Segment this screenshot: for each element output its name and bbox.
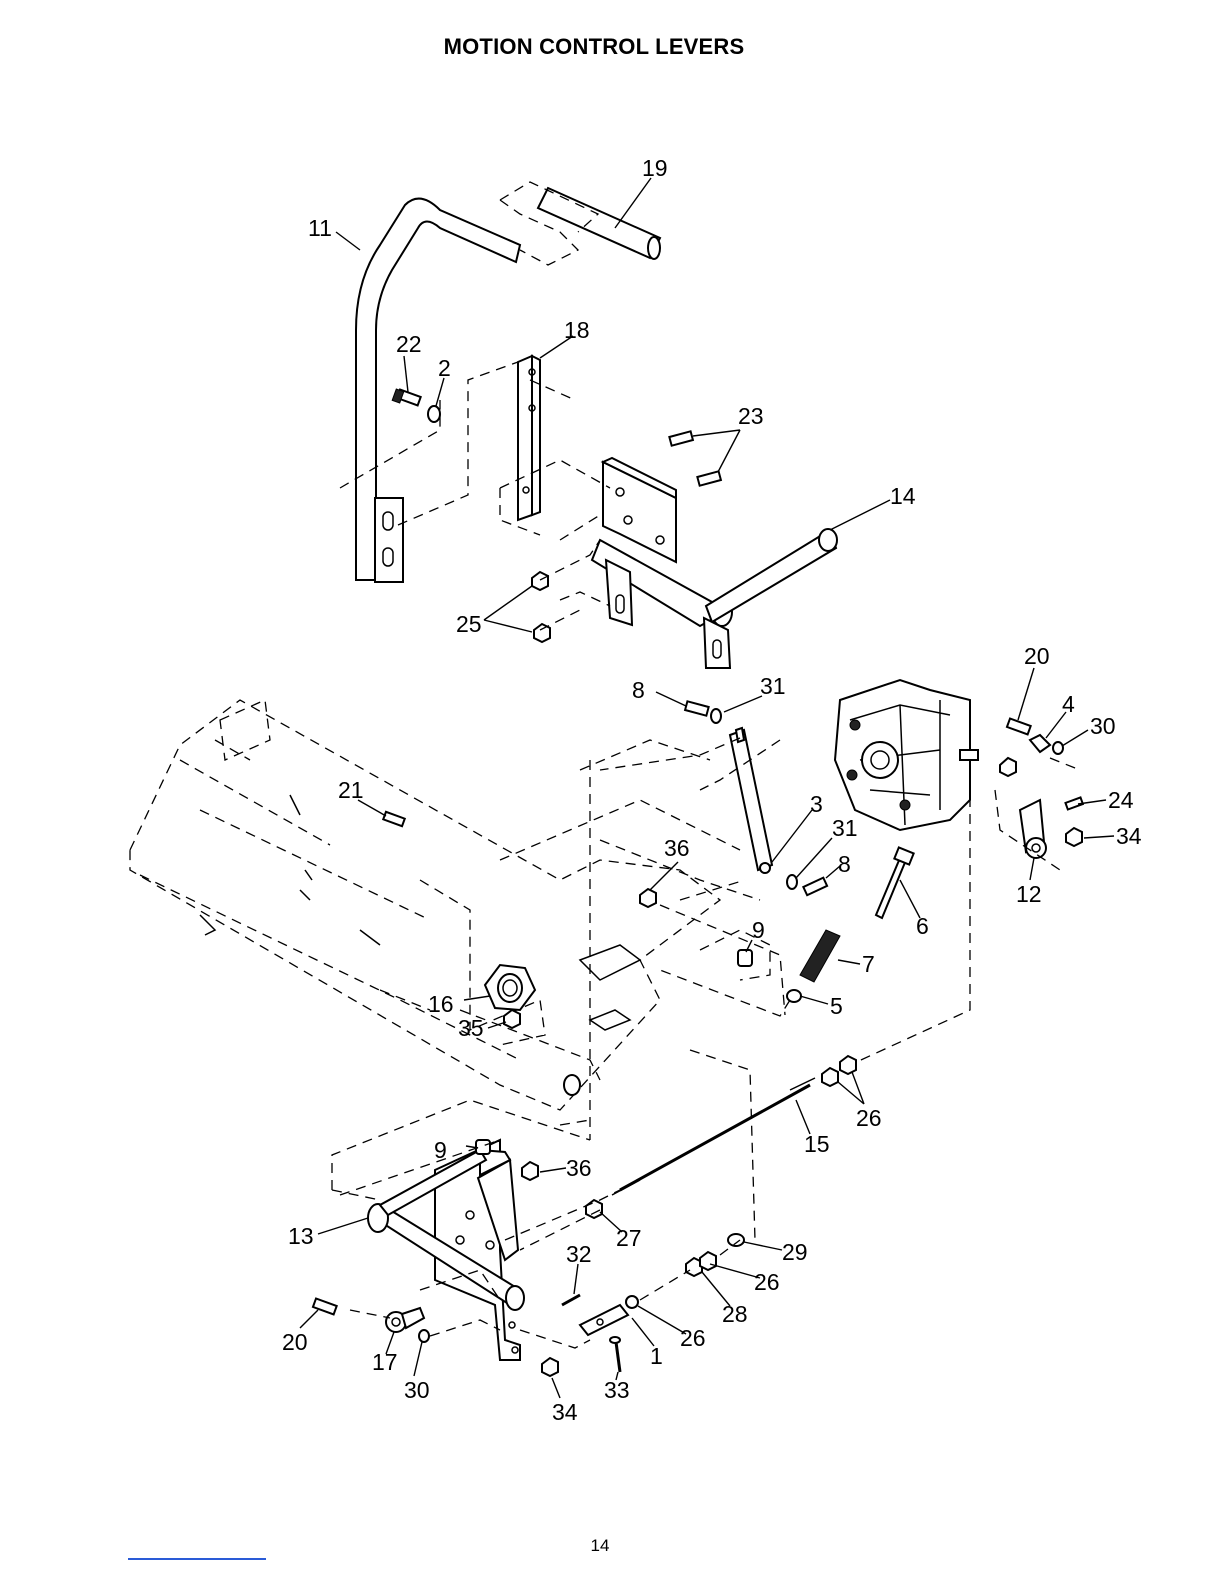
bolt-part-22	[392, 389, 421, 405]
callout-30-lower: 30	[404, 1377, 430, 1403]
spring-part-7	[800, 930, 840, 982]
nut-part-26-upper-b	[840, 1056, 856, 1074]
callout-36-upper: 36	[664, 835, 690, 861]
callout-18: 18	[564, 317, 590, 343]
washer-part-31-lower	[787, 875, 797, 889]
callout-28: 28	[722, 1301, 748, 1327]
callout-5: 5	[830, 993, 843, 1019]
callout-4: 4	[1062, 691, 1075, 717]
callout-17: 17	[372, 1349, 398, 1375]
callout-20-upper: 20	[1024, 643, 1050, 669]
rod-part-15	[612, 1078, 815, 1195]
callout-25: 25	[456, 611, 482, 637]
pivot-shaft-part-14	[592, 458, 837, 668]
callout-1: 1	[650, 1343, 663, 1369]
callout-9-upper: 9	[752, 917, 765, 943]
callout-23: 23	[738, 403, 764, 429]
callout-30-upper: 30	[1090, 713, 1116, 739]
callout-15: 15	[804, 1131, 830, 1157]
frame-outline	[130, 700, 785, 1140]
callout-34-right: 34	[1116, 823, 1142, 849]
washer-part-30-lower	[419, 1330, 429, 1342]
callout-12: 12	[1016, 881, 1042, 907]
callout-20-lower: 20	[282, 1329, 308, 1355]
nut-part-36-lower	[522, 1162, 538, 1180]
bolt-part-20-upper	[1007, 718, 1031, 734]
clevis-pin-part-33	[610, 1337, 620, 1372]
callout-26-upper: 26	[856, 1105, 882, 1131]
callout-11: 11	[308, 215, 332, 241]
grip-part-19	[500, 182, 660, 265]
leader-lines	[300, 178, 1114, 1398]
callout-21: 21	[338, 777, 364, 803]
nut-part-35	[504, 1010, 520, 1028]
spacer-part-5	[787, 990, 801, 1002]
callout-27: 27	[616, 1225, 642, 1251]
callout-26-lower: 26	[680, 1325, 706, 1351]
callout-3: 3	[810, 791, 823, 817]
nut-part-34-right	[1066, 828, 1082, 846]
nut-part-34-upper	[1000, 758, 1016, 776]
nut-part-25	[532, 572, 550, 642]
callout-31-lower: 31	[832, 815, 858, 841]
nut-part-28	[700, 1252, 716, 1270]
bolt-part-8-upper	[685, 701, 709, 715]
screw-part-23	[669, 431, 721, 485]
washer-part-30-upper	[1053, 742, 1063, 754]
transmission	[835, 680, 978, 830]
callout-19: 19	[642, 155, 668, 181]
callout-14: 14	[890, 483, 916, 509]
spacer-part-9-upper	[738, 950, 752, 966]
washer-part-2	[428, 406, 440, 422]
callout-24: 24	[1108, 787, 1134, 813]
callout-36-lower: 36	[566, 1155, 592, 1181]
callout-31-upper: 31	[760, 673, 786, 699]
nut-part-34-lower	[542, 1358, 558, 1376]
footer-rule	[128, 1558, 266, 1560]
callout-29: 29	[782, 1239, 808, 1265]
callout-35: 35	[458, 1015, 484, 1041]
callout-34-lower: 34	[552, 1399, 578, 1425]
callout-6: 6	[916, 913, 929, 939]
callout-26-middle: 26	[754, 1269, 780, 1295]
callout-7: 7	[862, 951, 875, 977]
flange-bearing-part-16	[485, 965, 535, 1010]
callout-9-lower: 9	[434, 1137, 447, 1163]
callout-32: 32	[566, 1241, 592, 1267]
lever-handle-part-11	[356, 199, 520, 582]
cotter-pin-part-32	[562, 1295, 580, 1305]
nut-part-36-upper	[640, 889, 656, 907]
callout-16: 16	[428, 991, 454, 1017]
callout-33: 33	[604, 1377, 630, 1403]
callout-8-lower: 8	[838, 851, 851, 877]
washer-part-29	[728, 1234, 744, 1246]
bolt-part-21	[383, 812, 405, 826]
bolt-part-8-lower	[803, 878, 827, 895]
bracket-part-18	[518, 356, 540, 520]
clevis-part-1	[580, 1296, 638, 1335]
nut-part-27	[586, 1200, 602, 1218]
bolt-part-6	[876, 847, 914, 918]
callout-2: 2	[438, 355, 451, 381]
nut-part-26-upper-a	[822, 1068, 838, 1086]
spacer-part-9-lower	[476, 1140, 490, 1154]
callout-22: 22	[396, 331, 422, 357]
callout-8-upper: 8	[632, 677, 645, 703]
callout-13: 13	[288, 1223, 314, 1249]
rod-end-part-17	[386, 1308, 424, 1332]
arm-part-12	[1020, 800, 1046, 858]
washer-part-31-upper	[711, 709, 721, 723]
page-number: 14	[0, 1536, 1200, 1556]
